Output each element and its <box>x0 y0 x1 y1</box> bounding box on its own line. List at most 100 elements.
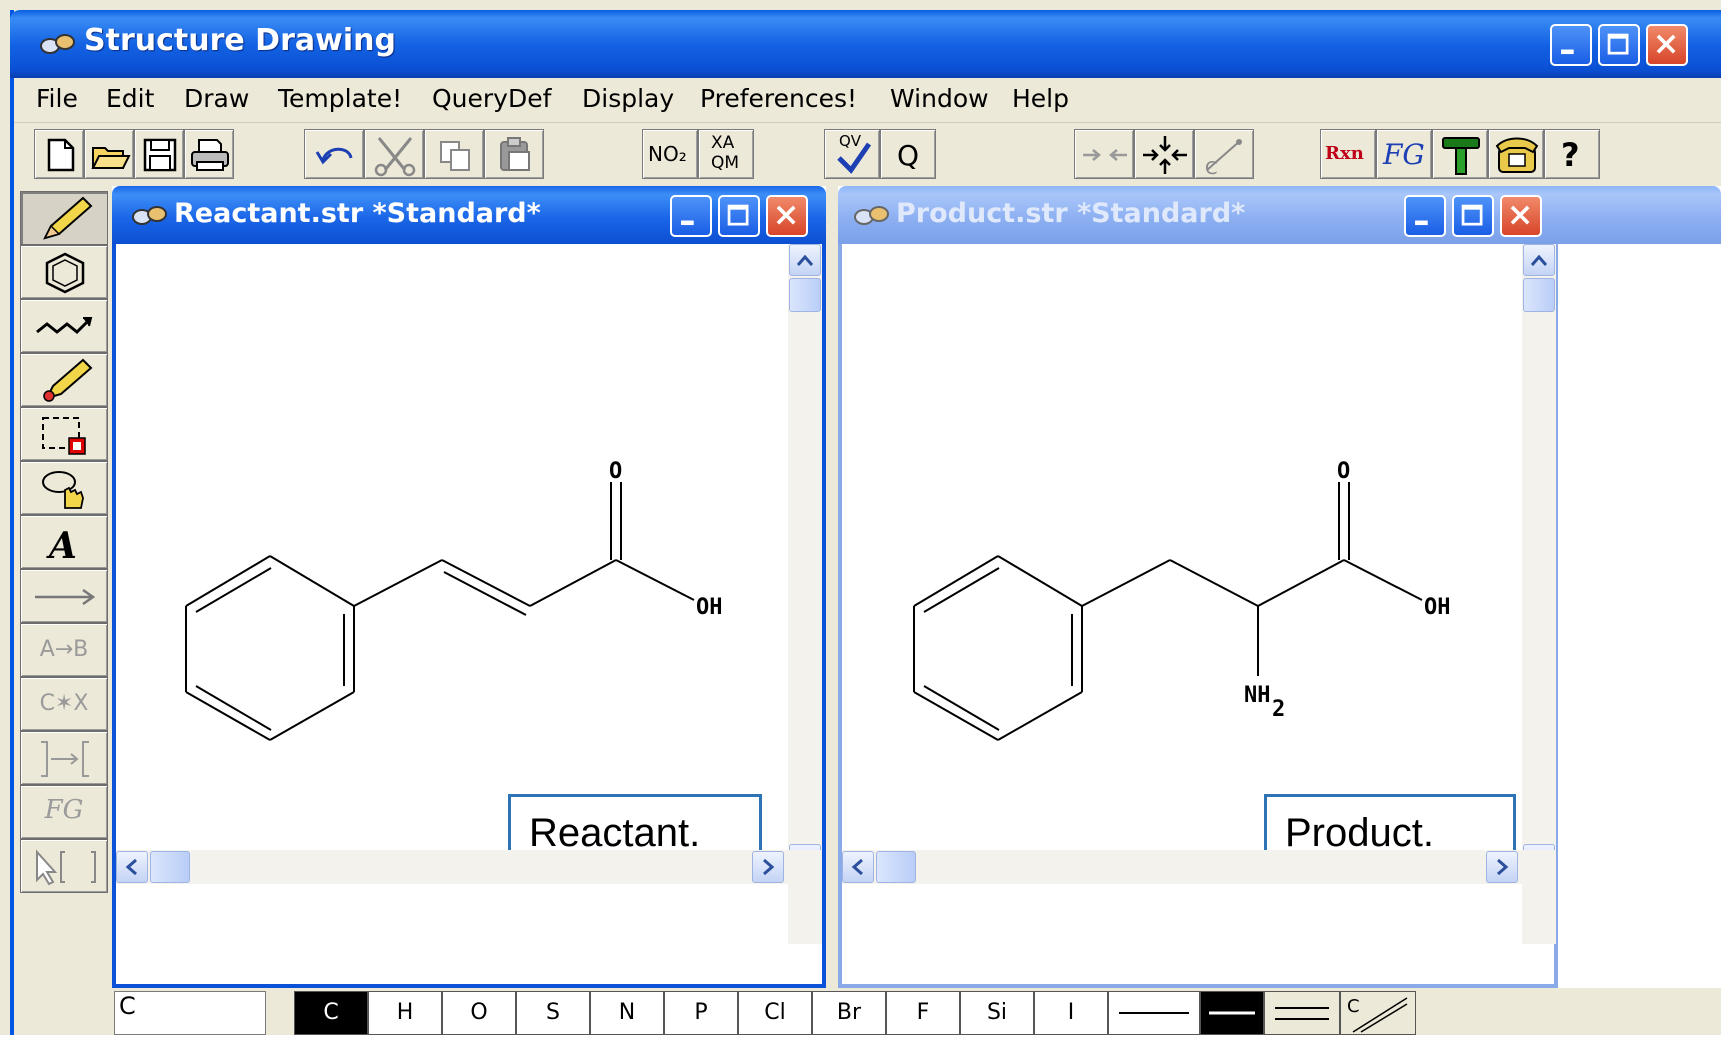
menu-template[interactable]: Template! <box>278 84 403 113</box>
save-button[interactable] <box>134 129 184 179</box>
product-title: Product.str *Standard* <box>896 198 1246 229</box>
fg-label: FG <box>1383 138 1425 171</box>
menu-edit[interactable]: Edit <box>106 84 155 113</box>
new-button[interactable] <box>34 129 84 179</box>
stereo-bond-button[interactable]: C <box>1340 991 1416 1035</box>
element-i-button[interactable]: I <box>1034 991 1108 1035</box>
atom-map-tool[interactable]: C✶X <box>20 677 108 731</box>
menu-window[interactable]: Window <box>890 84 989 113</box>
functional-group-no2-button[interactable]: NO₂ <box>642 129 698 179</box>
element-f-button[interactable]: F <box>886 991 960 1035</box>
chain-tool[interactable] <box>20 299 108 353</box>
selection-box-icon <box>42 417 86 455</box>
select-bracket-tool[interactable] <box>20 839 108 893</box>
undo-button[interactable] <box>304 129 364 179</box>
phone-button[interactable] <box>1488 129 1544 179</box>
marquee-select-tool[interactable] <box>20 407 108 461</box>
copy-button[interactable] <box>424 129 484 179</box>
hammer-icon <box>1442 137 1480 175</box>
product-close-button[interactable] <box>1500 195 1542 237</box>
product-frame <box>838 244 1558 988</box>
reactant-maximize-button[interactable] <box>718 195 760 237</box>
chevron-left-icon <box>851 858 863 876</box>
reactant-vertical-scrollbar[interactable] <box>788 244 822 944</box>
scroll-thumb-h[interactable] <box>876 851 916 883</box>
toolbar: NO₂ XA QM QV Q C Rxn FG <box>14 123 1721 187</box>
reactant-close-button[interactable] <box>766 195 808 237</box>
open-button[interactable] <box>84 129 134 179</box>
element-br-button[interactable]: Br <box>812 991 886 1035</box>
cut-button[interactable] <box>364 129 424 179</box>
menu-display[interactable]: Display <box>582 84 675 113</box>
hexagon-icon <box>45 252 85 294</box>
fg-palette-tool[interactable]: FG <box>20 785 108 839</box>
bold-bond-button[interactable] <box>1200 991 1264 1035</box>
element-c-button[interactable]: C <box>294 991 368 1035</box>
print-button[interactable] <box>184 129 234 179</box>
text-tool[interactable]: A <box>20 515 108 569</box>
product-minimize-button[interactable] <box>1404 195 1446 237</box>
query-validate-button[interactable]: QV <box>824 129 880 179</box>
scroll-right-button[interactable] <box>752 851 784 883</box>
xa-label: XA <box>711 133 735 153</box>
scroll-thumb[interactable] <box>789 278 821 312</box>
atom-query-button[interactable]: XA QM <box>698 129 754 179</box>
tools-button[interactable] <box>1432 129 1488 179</box>
arrow-tool[interactable] <box>20 569 108 623</box>
minimize-button[interactable] <box>1550 24 1592 66</box>
product-hydroxyl-atom: OH <box>1424 595 1451 620</box>
product-title-bar[interactable]: Product.str *Standard* <box>838 186 1721 244</box>
maximize-button[interactable] <box>1598 24 1640 66</box>
lasso-tool[interactable] <box>20 461 108 515</box>
scroll-up-button[interactable] <box>789 244 821 276</box>
scroll-up-button[interactable] <box>1523 244 1555 276</box>
reaction-map-tool[interactable]: A→B <box>20 623 108 677</box>
scroll-thumb[interactable] <box>1523 278 1555 312</box>
center-button[interactable] <box>1134 129 1194 179</box>
open-folder-icon <box>91 147 131 169</box>
product-horizontal-scrollbar[interactable] <box>842 850 1556 884</box>
help-button[interactable]: ? <box>1544 129 1600 179</box>
double-bond-button[interactable] <box>1264 991 1340 1035</box>
scroll-right-button[interactable] <box>1486 851 1518 883</box>
element-n-button[interactable]: N <box>590 991 664 1035</box>
reactant-canvas[interactable]: O OH Reactant. <box>116 244 786 944</box>
menu-preferences[interactable]: Preferences! <box>700 84 858 113</box>
element-o-button[interactable]: O <box>442 991 516 1035</box>
reactant-title-bar[interactable]: Reactant.str *Standard* <box>112 186 826 244</box>
pencil-tool[interactable] <box>20 191 108 245</box>
element-h-button[interactable]: H <box>368 991 442 1035</box>
functional-group-button[interactable]: FG <box>1376 129 1432 179</box>
element-si-button[interactable]: Si <box>960 991 1034 1035</box>
element-input[interactable]: C <box>114 991 266 1035</box>
product-vertical-scrollbar[interactable] <box>1522 244 1556 944</box>
copy-icon <box>440 141 470 171</box>
scroll-left-button[interactable] <box>842 851 874 883</box>
bond-select-button[interactable]: C <box>1194 129 1254 179</box>
reactant-minimize-button[interactable] <box>670 195 712 237</box>
reaction-button[interactable]: Rxn <box>1320 129 1376 179</box>
join-button[interactable] <box>1074 129 1134 179</box>
scroll-left-button[interactable] <box>116 851 148 883</box>
title-bar[interactable]: Structure Drawing <box>10 10 1721 78</box>
scissors-icon <box>374 137 416 177</box>
eraser-tool[interactable] <box>20 353 108 407</box>
scroll-thumb-h[interactable] <box>150 851 190 883</box>
single-bond-button[interactable] <box>1108 991 1200 1035</box>
menu-draw[interactable]: Draw <box>184 84 250 113</box>
menu-help[interactable]: Help <box>1012 84 1069 113</box>
double-bond-icon <box>1275 1007 1329 1020</box>
element-p-button[interactable]: P <box>664 991 738 1035</box>
ring-tool[interactable] <box>20 245 108 299</box>
product-maximize-button[interactable] <box>1452 195 1494 237</box>
element-cl-button[interactable]: Cl <box>738 991 812 1035</box>
close-button[interactable] <box>1646 24 1688 66</box>
query-button[interactable]: Q <box>880 129 936 179</box>
menu-querydef[interactable]: QueryDef <box>432 84 552 113</box>
element-s-button[interactable]: S <box>516 991 590 1035</box>
bracket-tool[interactable] <box>20 731 108 785</box>
paste-button[interactable] <box>484 129 544 179</box>
reactant-horizontal-scrollbar[interactable] <box>116 850 822 884</box>
menu-file[interactable]: File <box>36 84 78 113</box>
product-canvas[interactable]: O OH NH 2 Product. <box>842 244 1520 944</box>
